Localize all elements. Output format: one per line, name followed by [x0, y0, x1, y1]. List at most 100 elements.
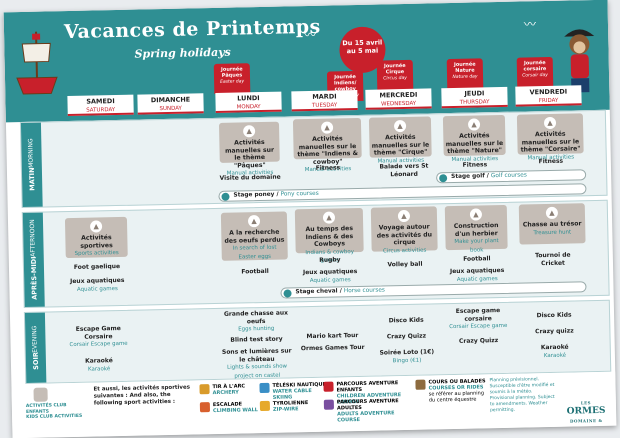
activity-text: Crazy quizz	[535, 327, 574, 336]
text-fr: Jeux aquatiques	[449, 266, 505, 276]
horse-icon	[415, 379, 426, 390]
day-fr: MARDI	[312, 92, 337, 101]
club-label-en: KIDS CLUB ACTIVITIES	[26, 413, 83, 420]
adventure-icon	[323, 399, 334, 410]
header-banner: Vacances de Printemps Spring holidays Du…	[3, 0, 610, 123]
bird-icon: 〰	[304, 27, 317, 43]
card-en: Treasure hunt	[533, 229, 572, 236]
card-en: In search of lost Easter eggs	[232, 244, 277, 261]
bar-fr: Stage golf	[451, 173, 485, 181]
day-fr: VENDREDI	[529, 87, 568, 97]
activity-text: Disco Kids	[536, 311, 572, 320]
day-en: WEDNESDAY	[381, 100, 417, 108]
day-en: TUESDAY	[311, 102, 338, 109]
activity-icon: ▲	[469, 208, 483, 221]
activity-icon: ▲	[545, 206, 559, 220]
day-en: THURSDAY	[459, 99, 490, 106]
bar-en: Pony courses	[280, 190, 319, 198]
card-fr: Au temps des Indiens & des Cowboys	[305, 225, 354, 248]
day-en: SATURDAY	[86, 107, 116, 114]
activity-icon: ▲	[543, 116, 557, 130]
section-en: AFTERNOON	[28, 219, 37, 257]
bar-fr: Stage cheval	[295, 288, 338, 296]
text-fr: Jeux aquatiques	[70, 276, 125, 286]
activity-text: Fitness	[315, 164, 341, 172]
zip-wire-icon	[259, 400, 271, 412]
activity-text: Fitness	[538, 157, 564, 166]
activity-card: ▲Activités manuelles sur le thème "Pâque…	[218, 121, 280, 177]
legend-en: ZIP-WIRE	[272, 406, 299, 413]
activity-card: ▲Activités manuelles sur le thème "Cirqu…	[368, 116, 432, 164]
text-en: Bingo (€1)	[392, 357, 422, 364]
activity-text: Crazy Quizz	[458, 337, 499, 345]
legend-en: ADULTS ADVENTURE COURSE	[337, 410, 395, 424]
activity-text: Foot gaelique	[73, 262, 121, 271]
text-en: Karaoké	[543, 352, 567, 359]
theme-badge-nature: Journée Nature Nature day	[446, 58, 484, 90]
activity-icon: ▲	[397, 209, 411, 223]
card-en: Circus activities	[382, 247, 427, 254]
activity-card: ▲Activités manuelles sur le thème "Indie…	[292, 117, 362, 173]
theme-badge-easter: Journée Pâques Easter day	[213, 63, 251, 94]
activity-card: ▲Activités manuelles sur le thème "Natur…	[442, 114, 506, 163]
section-en: EVENING	[31, 325, 39, 353]
water-ski-icon	[259, 382, 270, 394]
text-fr: Karaoké	[540, 343, 569, 352]
day-en: SUNDAY	[159, 105, 182, 113]
card-fr: Activités sportives	[80, 234, 113, 250]
text-fr: Soirée Loto (1€)	[379, 348, 435, 357]
theme-badge-corsair: Journée corsaire Corsair day	[516, 56, 554, 88]
text-en: Corsair Escape game	[69, 340, 128, 349]
activity-text: Visite du domaine	[219, 173, 281, 182]
archery-icon	[199, 384, 210, 395]
text-en: Aquatic games	[309, 276, 351, 284]
theme-badge-en: Circus day	[383, 75, 407, 82]
card-en: Make your plant book	[454, 238, 499, 254]
legend-en: ARCHERY	[212, 389, 239, 397]
section-en: MORNING	[27, 138, 35, 168]
text-fr: Escape Game Corsaire	[75, 324, 121, 341]
text-en: Aquatic games	[456, 275, 498, 283]
day-en: FRIDAY	[538, 97, 559, 105]
activity-text: Tournoi de Cricket	[534, 251, 571, 267]
ship-icon	[16, 31, 58, 95]
legend-note: se référer au planning du centre équestr…	[428, 390, 485, 404]
bar-en: Horse courses	[343, 287, 385, 295]
card-fr: Voyage autour des activités du cirque	[376, 223, 433, 247]
bar-fr: Stage poney	[233, 191, 275, 199]
bar-en: Golf courses	[490, 172, 527, 180]
day-fr: SAMEDI	[86, 97, 115, 106]
club-label: ACTIVITÉS CLUB ENFANTS	[25, 403, 67, 415]
activity-text: Football	[463, 255, 491, 263]
activity-icon	[221, 192, 230, 201]
activity-text: Disco Kids	[388, 316, 424, 325]
activity-text: Blind test story	[230, 335, 283, 344]
spring-holidays-planning-page: Vacances de Printemps Spring holidays Du…	[3, 0, 617, 438]
activity-icon	[283, 289, 292, 298]
activity-icon: ▲	[247, 215, 261, 228]
activity-card: ▲Activités manuelles sur le thème "Corsa…	[516, 113, 584, 161]
theme-badge-en: Nature day	[452, 74, 478, 80]
card-en: Sports activities	[74, 250, 119, 257]
card-fr: Activités manuelles sur le thème "Nature…	[445, 132, 504, 156]
